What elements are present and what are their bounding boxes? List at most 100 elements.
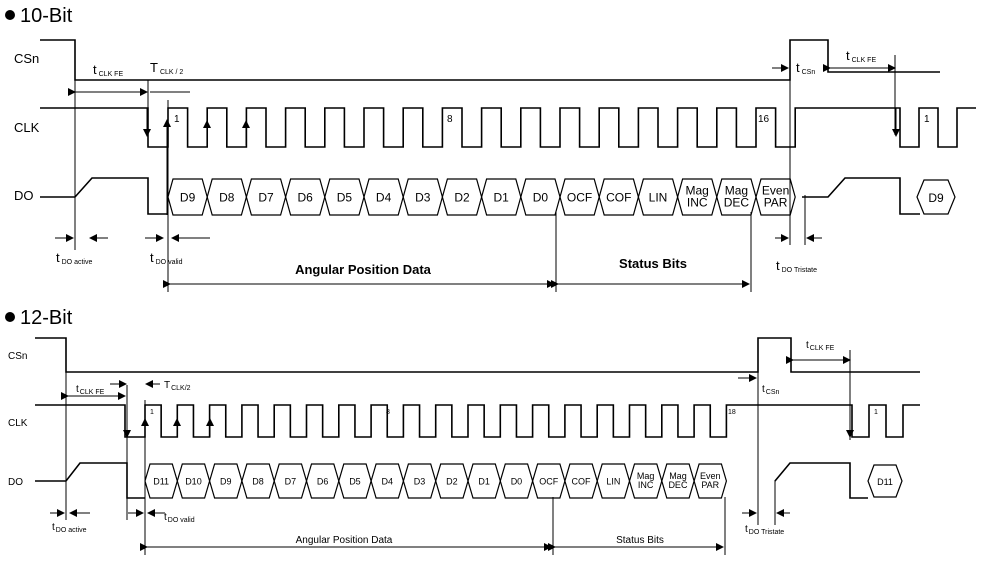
clk-mark-1: 1 bbox=[174, 114, 180, 125]
clk-waveform bbox=[40, 107, 976, 148]
angular-span-label: Angular Position Data bbox=[295, 262, 432, 277]
do-waveform-tail bbox=[774, 462, 868, 499]
do-bit-cell: COF bbox=[598, 178, 640, 216]
bit-label: D4 bbox=[381, 476, 393, 486]
do-bit-cell: OCF bbox=[531, 463, 566, 499]
bit-label: OCF bbox=[567, 191, 592, 205]
bit-label: D2 bbox=[454, 191, 470, 205]
signal-label-csn: CSn bbox=[14, 51, 39, 66]
do-waveform-head bbox=[35, 462, 145, 499]
bit-label: D4 bbox=[376, 191, 392, 205]
do-restart-bit: D11 bbox=[867, 464, 903, 498]
signal-label-csn: CSn bbox=[8, 351, 27, 362]
bit-label: D7 bbox=[285, 476, 297, 486]
do-bit-cell: D6 bbox=[305, 463, 340, 499]
do-bit-cell: D11 bbox=[144, 463, 178, 499]
do-bit-cell: D7 bbox=[273, 463, 308, 499]
do-bit-cell: D3 bbox=[402, 463, 437, 499]
signal-label-do: DO bbox=[14, 188, 34, 203]
do-waveform-head bbox=[40, 177, 168, 215]
clk-mark-16: 16 bbox=[758, 114, 770, 125]
bit-label: D11 bbox=[153, 476, 169, 486]
tclkfe-label: tCLK FE bbox=[76, 384, 105, 396]
bit-label: OCF bbox=[539, 476, 559, 486]
do-bit-cell: D0 bbox=[499, 463, 534, 499]
status-span-label: Status Bits bbox=[616, 535, 664, 546]
bit-label: D2 bbox=[446, 476, 458, 486]
bit-label: LIN bbox=[606, 476, 620, 486]
bit-label: D1 bbox=[494, 191, 510, 205]
bit-label: D8 bbox=[219, 191, 235, 205]
bit-label: D6 bbox=[298, 191, 314, 205]
clk-mark-8: 8 bbox=[447, 114, 453, 125]
do-bit-cell: COF bbox=[564, 463, 598, 499]
do-bit-cell: D8 bbox=[206, 178, 248, 216]
do-bit-cell: D7 bbox=[245, 178, 287, 216]
signal-label-clk: CLK bbox=[14, 120, 40, 135]
status-span-label: Status Bits bbox=[619, 256, 687, 271]
bit-label: D6 bbox=[317, 476, 329, 486]
do-bit-cell: D9 bbox=[167, 178, 208, 216]
do-bit-cell: D4 bbox=[363, 178, 404, 216]
do-bit-cell: LIN bbox=[596, 463, 631, 499]
bullet-icon bbox=[5, 10, 15, 20]
do-restart-bit: D9 bbox=[916, 179, 956, 215]
angular-span-label: Angular Position Data bbox=[296, 535, 393, 546]
clk-mark-restart: 1 bbox=[874, 409, 878, 416]
clk-mark-8: 8 bbox=[386, 409, 390, 416]
bit-label: D7 bbox=[258, 191, 274, 205]
bit-label: D0 bbox=[511, 476, 523, 486]
section-title: 12-Bit bbox=[20, 307, 73, 329]
bit-label: D5 bbox=[337, 191, 353, 205]
do-bit-cell: D2 bbox=[441, 178, 483, 216]
tdoactive-label: tDO active bbox=[52, 522, 87, 534]
tclk2-label: TCLK/2 bbox=[164, 380, 191, 392]
bit-label: COF bbox=[606, 191, 631, 205]
tcsn-label: tCSn bbox=[762, 384, 780, 396]
clk-waveform bbox=[35, 404, 920, 438]
do-bit-cell: D1 bbox=[480, 178, 522, 216]
tdotristate-label: tDO Tristate bbox=[745, 524, 784, 536]
bit-label: D8 bbox=[252, 476, 264, 486]
bit-label: LIN bbox=[649, 191, 668, 205]
bit-label: COF bbox=[572, 476, 592, 486]
signal-label-do: DO bbox=[8, 477, 23, 488]
tdovalid-label: tDO valid bbox=[164, 512, 195, 524]
do-bit-cell: D1 bbox=[467, 463, 501, 499]
do-bit-cell: D6 bbox=[284, 178, 326, 216]
do-bit-cell: D5 bbox=[324, 178, 365, 216]
do-bit-cell: OCF bbox=[559, 178, 600, 216]
do-bit-cell: D10 bbox=[176, 463, 211, 499]
bit-label: D5 bbox=[349, 476, 361, 486]
bit-label: D0 bbox=[533, 191, 549, 205]
bit-label: D10 bbox=[185, 476, 202, 486]
bit-label: D3 bbox=[414, 476, 426, 486]
bit-label: D9 bbox=[220, 476, 232, 486]
clk-mark-restart: 1 bbox=[924, 114, 930, 125]
bit-label: D9 bbox=[928, 191, 944, 205]
clk-mark-1: 1 bbox=[150, 409, 154, 416]
tclkfe-label: tCLK FE bbox=[806, 340, 835, 352]
csn-waveform bbox=[35, 337, 920, 373]
